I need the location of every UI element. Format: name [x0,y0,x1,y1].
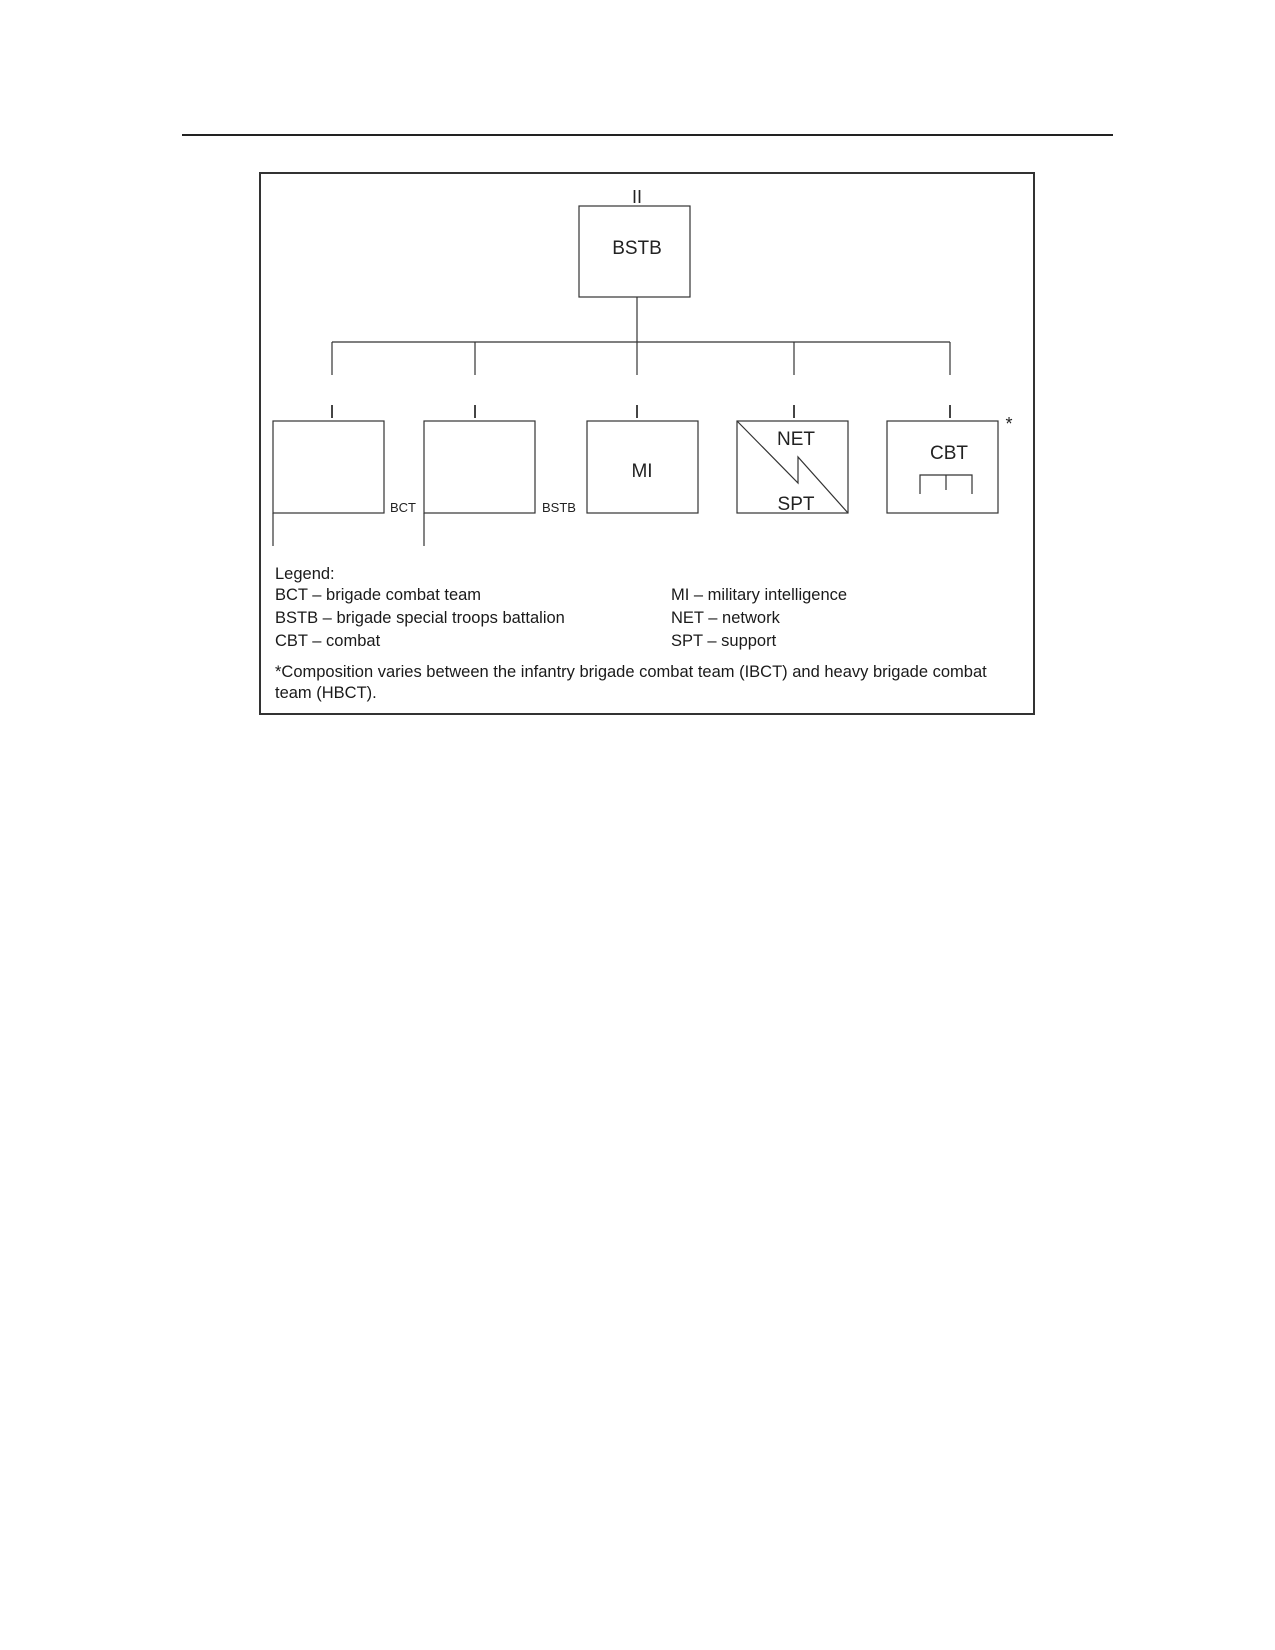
root-echelon-mark: II [632,187,642,207]
engineer-symbol [919,474,973,494]
unit-hhc-bstb: BSTB [423,420,576,546]
figure-frame [259,172,1035,715]
legend-entry: BCT – brigade combat team [275,586,482,604]
unit-side-label: BSTB [542,500,576,515]
unit-box [423,420,536,514]
legend-entry: SPT – support [671,632,777,650]
root-unit-box [578,205,691,298]
unit-bottom-label: SPT [778,494,815,515]
unit-net-spt: NET SPT [736,420,849,515]
legend-entry: CBT – combat [275,632,381,650]
asterisk-marker: * [1005,414,1012,434]
unit-mi: MI [586,420,699,514]
unit-label: MI [631,461,652,482]
unit-box [272,420,385,514]
figure-footnote: *Composition varies between the infantry… [275,663,987,702]
unit-echelon-mark: I [947,402,952,422]
legend-entry: BSTB – brigade special troops battalion [275,609,565,627]
legend-entry: NET – network [671,609,780,627]
unit-box [886,420,999,514]
unit-box [586,420,699,514]
unit-label: CBT [930,443,968,464]
unit-cbt: CBT * [886,414,1013,514]
unit-side-label: BCT [390,500,416,515]
unit-echelon-mark: I [329,402,334,422]
legend-title: Legend: [275,565,335,583]
header-rule [182,134,1113,136]
unit-hhc-bct: BCT [272,420,416,546]
root-unit-label: BSTB [612,238,662,259]
unit-echelon-mark: I [791,402,796,422]
signal-lightning-symbol [736,420,849,514]
legend-entry: MI – military intelligence [671,586,848,604]
unit-echelon-mark: I [634,402,639,422]
unit-top-label: NET [777,429,815,450]
unit-box [736,420,849,514]
unit-echelon-mark: I [472,402,477,422]
